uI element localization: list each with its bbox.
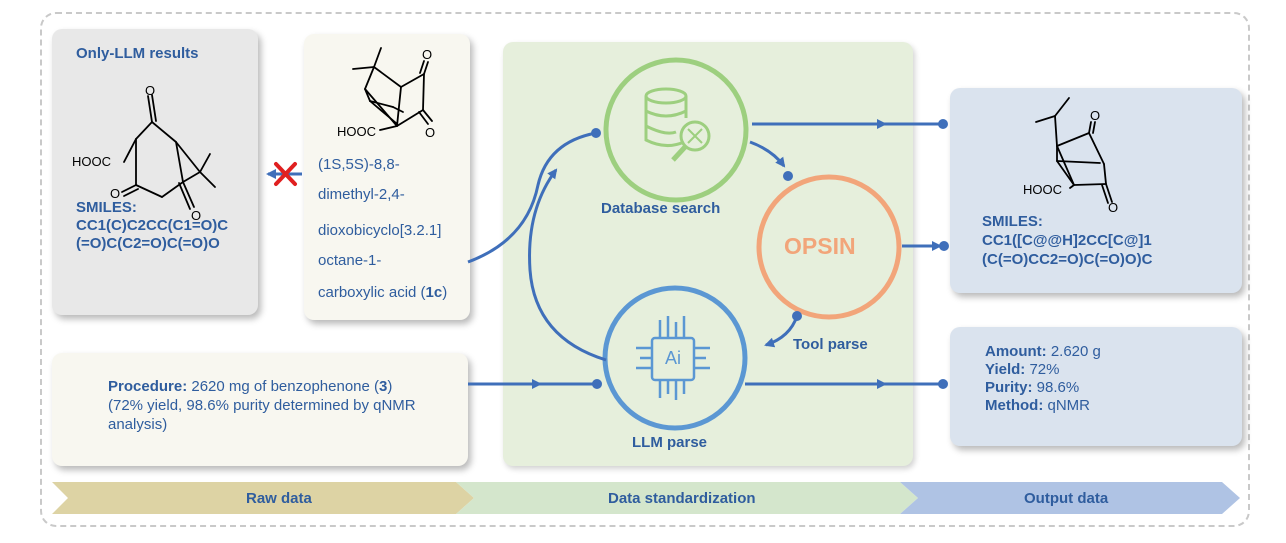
iupac-line2: dimethyl-2,4- xyxy=(318,186,405,203)
iupac-line4: octane-1- xyxy=(318,252,382,269)
purity-row: Purity: 98.6% xyxy=(985,379,1080,396)
iupac-card: O O HOOC xyxy=(304,34,470,320)
svg-text:O: O xyxy=(1108,200,1118,215)
raw-data-stage xyxy=(52,482,474,514)
standardization-panel xyxy=(503,42,913,466)
llm-parse-label: LLM parse xyxy=(632,434,708,451)
output-data-card: Amount: 2.620 g Yield: 72% Purity: 98.6%… xyxy=(950,327,1242,446)
procedure-line1: Procedure: 2620 mg of benzophenone (3) xyxy=(108,378,393,395)
iupac-line1: (1S,5S)-8,8- xyxy=(318,156,400,173)
database-label: Database search xyxy=(601,200,721,217)
only-llm-molecule: HOOC O O O xyxy=(72,83,216,223)
outer-frame xyxy=(40,12,1250,527)
svg-text:O: O xyxy=(425,125,435,140)
method-row: Method: qNMR xyxy=(985,397,1090,414)
output-molecule: O O HOOC xyxy=(1023,97,1118,215)
ai-chip-text: Ai xyxy=(665,348,682,368)
iupac-molecule: O O HOOC xyxy=(337,47,435,140)
only-llm-cooh: HOOC xyxy=(72,154,111,169)
output-smiles-line1: CC1([C@@H]2CC[C@]1 xyxy=(982,232,1152,249)
iupac-line3: dioxobicyclo[3.2.1] xyxy=(318,222,442,239)
only-llm-smiles-line2: (=O)C(C2=O)C(=O)O xyxy=(76,235,220,252)
standardization-stage xyxy=(456,482,918,514)
amount-row: Amount: 2.620 g xyxy=(985,343,1101,360)
yield-row: Yield: 72% xyxy=(985,361,1060,378)
only-llm-title: Only-LLM results xyxy=(76,45,199,62)
output-smiles-card: O O HOOC SMILES: CC1([C@@H]2CC[C@]1 (C(=… xyxy=(950,88,1242,293)
database-icon xyxy=(644,87,711,162)
ai-chip-icon xyxy=(636,316,710,400)
database-circle xyxy=(603,57,749,203)
svg-text:O: O xyxy=(191,208,201,223)
iupac-cooh: HOOC xyxy=(337,124,376,139)
procedure-card: Procedure: 2620 mg of benzophenone (3) (… xyxy=(52,353,468,466)
svg-text:O: O xyxy=(1090,108,1100,123)
opsin-label: OPSIN xyxy=(784,233,856,259)
svg-text:O: O xyxy=(110,186,120,201)
procedure-line2: (72% yield, 98.6% purity determined by q… xyxy=(108,397,416,414)
iupac-line5: carboxylic acid (1c) xyxy=(318,284,448,301)
blocked-cross-icon xyxy=(274,162,297,186)
only-llm-smiles-label: SMILES: xyxy=(76,199,137,216)
only-llm-card: Only-LLM results HOOC O O O SMILES: CC1(… xyxy=(52,29,258,315)
llm-circle xyxy=(602,285,748,431)
opsin-circle xyxy=(756,174,902,320)
tool-parse-label: Tool parse xyxy=(793,336,868,353)
output-smiles-line2: (C(=O)CC2=O)C(=O)O)C xyxy=(982,251,1153,268)
output-data-stage xyxy=(900,482,1240,514)
output-smiles-label: SMILES: xyxy=(982,213,1043,230)
standardization-label: Data standardization xyxy=(608,490,756,507)
svg-text:O: O xyxy=(145,83,155,98)
procedure-line3: analysis) xyxy=(108,416,168,433)
svg-text:O: O xyxy=(422,47,432,62)
only-llm-smiles-line1: CC1(C)C2CC(C1=O)C xyxy=(76,217,229,234)
raw-data-label: Raw data xyxy=(246,490,312,507)
output-cooh: HOOC xyxy=(1023,182,1062,197)
output-data-label: Output data xyxy=(1024,490,1109,507)
